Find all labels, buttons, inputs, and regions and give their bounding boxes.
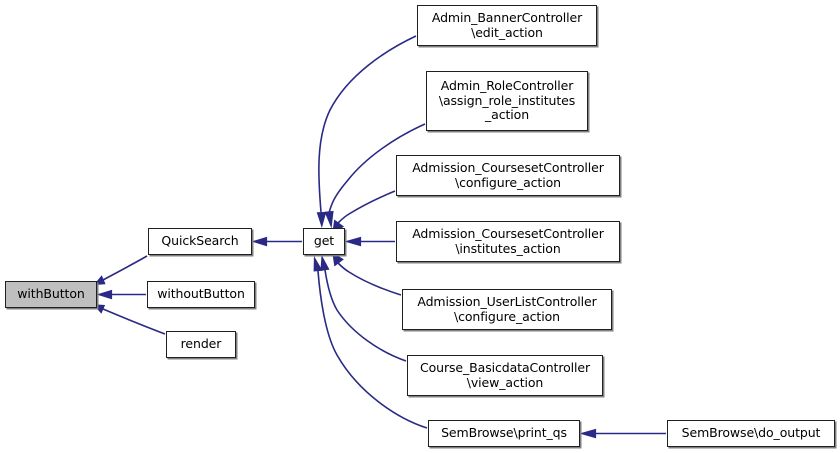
node-quicksearch[interactable]: QuickSearch bbox=[148, 228, 252, 255]
edge-admission-courseset-institutes-to-get bbox=[344, 236, 395, 247]
node-withbutton[interactable]: withButton bbox=[5, 281, 97, 308]
node-sembrowse-print-qs-label: SemBrowse\print_qs bbox=[441, 425, 567, 441]
node-admission-courseset-controller-configure-action[interactable]: Admission_CoursesetController \configure… bbox=[396, 155, 620, 196]
node-withbutton-label: withButton bbox=[17, 286, 85, 302]
edge-admin-banner-edit-to-get bbox=[316, 35, 417, 229]
node-course-basicdata-controller-view-action-label: Course_BasicdataController \view_action bbox=[419, 360, 591, 390]
node-withoutbutton[interactable]: withoutButton bbox=[147, 281, 255, 308]
node-admission-courseset-controller-institutes-action[interactable]: Admission_CoursesetController \institute… bbox=[396, 221, 620, 262]
node-sembrowse-do-output[interactable]: SemBrowse\do_output bbox=[667, 420, 835, 447]
node-admin-banner-controller-edit-action[interactable]: Admin_BannerController \edit_action bbox=[417, 5, 597, 46]
node-admission-courseset-controller-institutes-action-label: Admission_CoursesetController \institute… bbox=[412, 226, 604, 256]
node-admission-userlist-controller-configure-action[interactable]: Admission_UserListController \configure_… bbox=[402, 289, 612, 330]
edge-sembrowse-do-output-to-print-qs bbox=[579, 428, 666, 439]
node-admin-role-controller-assign-role-institutes-action-label: Admin_RoleController \assign_role_instit… bbox=[438, 78, 576, 123]
node-sembrowse-do-output-label: SemBrowse\do_output bbox=[681, 425, 821, 441]
node-render[interactable]: render bbox=[166, 331, 236, 358]
edge-withoutbutton-to-withbutton bbox=[96, 289, 146, 300]
node-course-basicdata-controller-view-action[interactable]: Course_BasicdataController \view_action bbox=[407, 355, 603, 396]
edge-sembrowse-print-qs-to-get bbox=[313, 255, 428, 429]
node-render-label: render bbox=[180, 336, 222, 352]
node-quicksearch-label: QuickSearch bbox=[161, 233, 239, 249]
edge-course-basicdata-view-to-get bbox=[320, 254, 407, 362]
node-sembrowse-print-qs[interactable]: SemBrowse\print_qs bbox=[428, 420, 580, 447]
node-admin-banner-controller-edit-action-label: Admin_BannerController \edit_action bbox=[431, 10, 583, 40]
node-get-label: get bbox=[313, 233, 335, 249]
node-withoutbutton-label: withoutButton bbox=[157, 286, 245, 302]
node-admin-role-controller-assign-role-institutes-action[interactable]: Admin_RoleController \assign_role_instit… bbox=[426, 71, 588, 131]
edge-admission-courseset-configure-to-get bbox=[332, 190, 396, 234]
node-get[interactable]: get bbox=[303, 228, 345, 255]
edge-admission-userlist-configure-to-get bbox=[332, 252, 402, 296]
node-admission-userlist-controller-configure-action-label: Admission_UserListController \configure_… bbox=[417, 294, 597, 324]
edge-get-to-quicksearch bbox=[251, 236, 302, 247]
node-admission-courseset-controller-configure-action-label: Admission_CoursesetController \configure… bbox=[412, 160, 604, 190]
edge-quicksearch-to-withbutton bbox=[93, 255, 148, 286]
edge-render-to-withbutton bbox=[93, 304, 166, 335]
edge-admin-role-assign-to-get bbox=[324, 123, 426, 229]
